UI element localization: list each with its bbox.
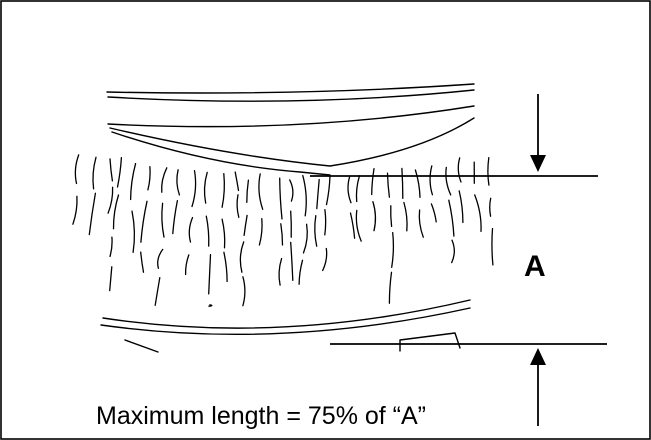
crack-line bbox=[208, 253, 212, 295]
crack-line bbox=[258, 218, 263, 246]
crack-line bbox=[129, 162, 137, 201]
crack-line bbox=[371, 168, 375, 196]
crack-line bbox=[403, 201, 408, 232]
crack-line bbox=[191, 170, 197, 208]
crack-line bbox=[74, 154, 80, 185]
crack-line bbox=[208, 304, 213, 307]
dimension-label: A bbox=[524, 250, 546, 283]
crack-line bbox=[278, 257, 283, 286]
crack-line bbox=[172, 199, 179, 235]
crack-line bbox=[448, 199, 455, 237]
crack-line bbox=[430, 203, 437, 223]
crack-line bbox=[290, 210, 292, 238]
crack-line bbox=[414, 169, 421, 198]
crack-line bbox=[302, 174, 307, 217]
crack-line bbox=[280, 223, 284, 246]
crack-line bbox=[489, 197, 492, 217]
crack-line bbox=[140, 251, 145, 273]
crack-line bbox=[184, 254, 190, 276]
crack-line bbox=[203, 171, 208, 204]
crack-line bbox=[223, 251, 228, 283]
crack-line bbox=[391, 231, 395, 268]
crack-line bbox=[92, 156, 97, 190]
crack-line bbox=[429, 165, 434, 196]
crack-line bbox=[188, 216, 194, 243]
crack-line bbox=[491, 227, 494, 266]
crack-line bbox=[176, 169, 181, 196]
crack-line bbox=[302, 223, 308, 254]
crack-line bbox=[109, 236, 113, 258]
crack-line bbox=[314, 215, 318, 247]
crack-line bbox=[279, 177, 283, 220]
crack-line bbox=[109, 158, 114, 182]
crack-line bbox=[388, 271, 393, 304]
crack-line bbox=[316, 178, 320, 210]
crack-line bbox=[242, 276, 246, 307]
crack-line bbox=[372, 201, 377, 232]
lower-rim bbox=[100, 299, 471, 353]
crack-line bbox=[487, 157, 490, 186]
crack-line bbox=[147, 166, 151, 191]
crack-line bbox=[72, 195, 78, 225]
caption: Maximum length = 75% of “A” bbox=[96, 402, 426, 430]
crack-line bbox=[243, 214, 248, 237]
crack-line bbox=[290, 241, 294, 281]
crack-line bbox=[458, 190, 464, 224]
crack-line bbox=[221, 173, 226, 208]
crack-line bbox=[205, 215, 210, 247]
crack-line bbox=[289, 179, 294, 202]
crack-line bbox=[355, 175, 361, 203]
crack-line bbox=[324, 208, 327, 236]
crack-line bbox=[221, 218, 226, 249]
crack-line bbox=[347, 176, 352, 204]
crack-line bbox=[107, 186, 114, 214]
dimension-arrow-bottom bbox=[530, 348, 546, 426]
crack-line bbox=[401, 167, 404, 200]
crack-line bbox=[112, 194, 120, 230]
crack-line bbox=[325, 174, 331, 206]
crack-line bbox=[258, 173, 264, 210]
crack-line bbox=[154, 277, 161, 306]
crack-line bbox=[390, 205, 393, 228]
crack-line bbox=[109, 266, 113, 292]
crack-line bbox=[355, 209, 362, 242]
dimension-arrow-top bbox=[530, 94, 546, 172]
crack-line bbox=[418, 209, 424, 238]
crack-line bbox=[246, 179, 250, 204]
upper-rim bbox=[106, 83, 475, 176]
crack-line bbox=[322, 247, 328, 272]
crack-line bbox=[474, 194, 482, 233]
crack-line bbox=[131, 210, 136, 254]
crack-line bbox=[140, 200, 148, 243]
crack-line bbox=[161, 202, 165, 238]
crack-line bbox=[445, 166, 452, 196]
crack-pattern bbox=[72, 154, 494, 307]
crack-line bbox=[239, 241, 245, 273]
crack-line bbox=[298, 259, 304, 285]
crack-line bbox=[157, 248, 164, 269]
crack-line bbox=[88, 192, 97, 236]
crack-line bbox=[234, 171, 240, 192]
crack-line bbox=[349, 212, 356, 239]
crack-line bbox=[451, 239, 455, 264]
crack-line bbox=[236, 194, 240, 218]
crack-line bbox=[161, 167, 168, 193]
crack-line bbox=[116, 157, 123, 188]
crack-line bbox=[457, 157, 462, 183]
